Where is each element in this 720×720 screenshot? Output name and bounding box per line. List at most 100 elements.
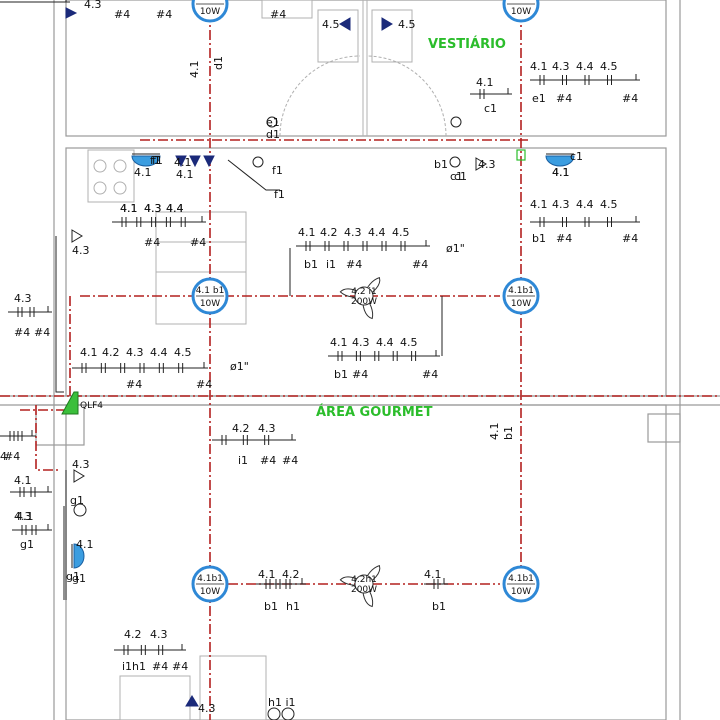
luminaire-icon xyxy=(502,0,540,23)
switch-icon xyxy=(281,707,295,720)
lbl-rr-b1: b1 xyxy=(532,232,546,245)
lbl-c-43: 4.3 xyxy=(344,226,362,239)
lbl-l-44: 4.4 xyxy=(150,346,168,359)
lbl-45-top: 4.5 xyxy=(398,18,416,31)
lbl-g-43: 4.3 xyxy=(258,422,276,435)
locker-b xyxy=(371,9,413,63)
lbl-ll-41: 4.1 xyxy=(14,474,32,487)
lbl-bot-43: 4.3 xyxy=(198,702,216,715)
lbl-lw-4a: #4 xyxy=(14,326,30,339)
lbl-vr-43: 4.3 xyxy=(552,60,570,73)
lbl-m-4b: #4 xyxy=(422,368,438,381)
furniture xyxy=(87,0,447,720)
outlet-icon xyxy=(381,17,393,31)
lbl-vr2-41: 4.1 xyxy=(488,423,501,441)
lbl-wall-41a: 4.1 xyxy=(120,202,138,215)
circuit-panel-feed xyxy=(35,405,60,471)
lbl-bt-h1: h1 xyxy=(286,600,300,613)
luminaire-low-left-circuit: 4.1b1 xyxy=(197,574,223,584)
lbl-m-41: 4.1 xyxy=(330,336,348,349)
lbl-c-41: 4.1 xyxy=(298,226,316,239)
lbl-c1-b: c1 xyxy=(450,170,463,183)
spot-c1: 4.1 c1 xyxy=(545,150,583,179)
lbl-g-i1: i1 xyxy=(238,454,248,467)
lbl-c-4b: #4 xyxy=(412,258,428,271)
switch-icon xyxy=(450,116,462,128)
outlet-icon xyxy=(189,155,201,168)
lbl-rr-4a: #4 xyxy=(556,232,572,245)
lbl-e1-a: e1 xyxy=(266,116,280,129)
spot-c1-tag: c1 xyxy=(570,150,583,163)
lbl-l-41: 4.1 xyxy=(80,346,98,359)
lbl-m-45: 4.5 xyxy=(400,336,418,349)
spot-c1-label: 4.1 xyxy=(552,166,570,179)
spot-f1-tag: f1 xyxy=(152,154,163,167)
lbl-bt-b1: b1 xyxy=(264,600,278,613)
lbl-vr-4a: #4 xyxy=(556,92,572,105)
lbl-bl-42: 4.2 xyxy=(124,628,142,641)
lbl-wall-41b: 4.1 xyxy=(176,168,194,181)
ceiling-fan-lower-power: 200W xyxy=(351,585,377,595)
lbl-4-top-a: #4 xyxy=(114,8,130,21)
lbl-kit-4b: #4 xyxy=(190,236,206,249)
lbl-ll-43: 4.3 xyxy=(72,458,90,471)
lbl-kit-4a: #4 xyxy=(144,236,160,249)
lbl-vr-41: 4.1 xyxy=(530,60,548,73)
lbl-ll-4a: #4 xyxy=(4,450,20,463)
lbl-41-d1: 4.1 xyxy=(188,61,201,79)
lbl-bt-42: 4.2 xyxy=(282,568,300,581)
room-vestiario: VESTIÁRIO xyxy=(428,36,506,52)
lbl-c1-a: c1 xyxy=(484,102,497,115)
lbl-g-4b: #4 xyxy=(282,454,298,467)
counter xyxy=(155,211,247,325)
lbl-c-42: 4.2 xyxy=(320,226,338,239)
lbl-43-top: 4.3 xyxy=(84,0,102,11)
outlet-icon xyxy=(339,17,351,31)
panel-label: QLF4 xyxy=(80,401,103,411)
outlet-icon xyxy=(71,229,83,243)
conductor-runs xyxy=(0,0,640,655)
lbl-c-45: 4.5 xyxy=(392,226,410,239)
lbl-bl-4b: #4 xyxy=(172,660,188,673)
lbl-4-top-c: #4 xyxy=(270,8,286,21)
outlet-icon xyxy=(185,695,199,707)
wiring xyxy=(55,159,443,600)
switch-icon xyxy=(267,707,281,720)
lbl-4-top-b: #4 xyxy=(156,8,172,21)
lbl-c-i1: i1 xyxy=(326,258,336,271)
lbl-vr-4b: #4 xyxy=(622,92,638,105)
panel-qlf4: QLF4 xyxy=(61,391,103,415)
wall-vestiario xyxy=(65,0,667,137)
lbl-rr-44: 4.4 xyxy=(576,198,594,211)
switch-icon xyxy=(449,156,461,168)
lbl-c-b1: b1 xyxy=(304,258,318,271)
lbl-bt-41b: 4.1 xyxy=(424,568,442,581)
lbl-41-c1: 4.1 xyxy=(476,76,494,89)
luminaire-top-right-power: 10W xyxy=(511,7,531,17)
ceiling-fan-lower-circuit: 4.2h1 xyxy=(351,575,377,585)
luminaire-low-right-circuit: 4.1b1 xyxy=(508,574,534,584)
lbl-c1-c: c1 xyxy=(454,170,467,183)
ceiling-fan-upper-circuit: 4.2 i1 xyxy=(351,287,376,297)
lbl-bot-h1i1: h1 i1 xyxy=(268,696,296,709)
lbl-g-4a: #4 xyxy=(260,454,276,467)
outlet-icon xyxy=(175,155,187,168)
lbl-vr-e1: e1 xyxy=(532,92,546,105)
circuit-lines xyxy=(0,12,720,720)
lbl-41-d: 4.1 xyxy=(552,166,570,179)
luminaire-top-right: 10W xyxy=(502,0,540,23)
lbl-bt-b1b: b1 xyxy=(432,600,446,613)
lbl-wall-41c: 4.1 xyxy=(174,156,192,169)
outlet-icon xyxy=(475,157,487,171)
lbl-m-4a: #4 xyxy=(352,368,368,381)
lbl-wall-43: 4.3 xyxy=(144,202,162,215)
spot-g1-label: 4.1 xyxy=(76,538,94,551)
lbl-bl-4a: #4 xyxy=(152,660,168,673)
outlets xyxy=(65,7,393,707)
lbl-wall-f1b: f1 xyxy=(272,164,283,177)
